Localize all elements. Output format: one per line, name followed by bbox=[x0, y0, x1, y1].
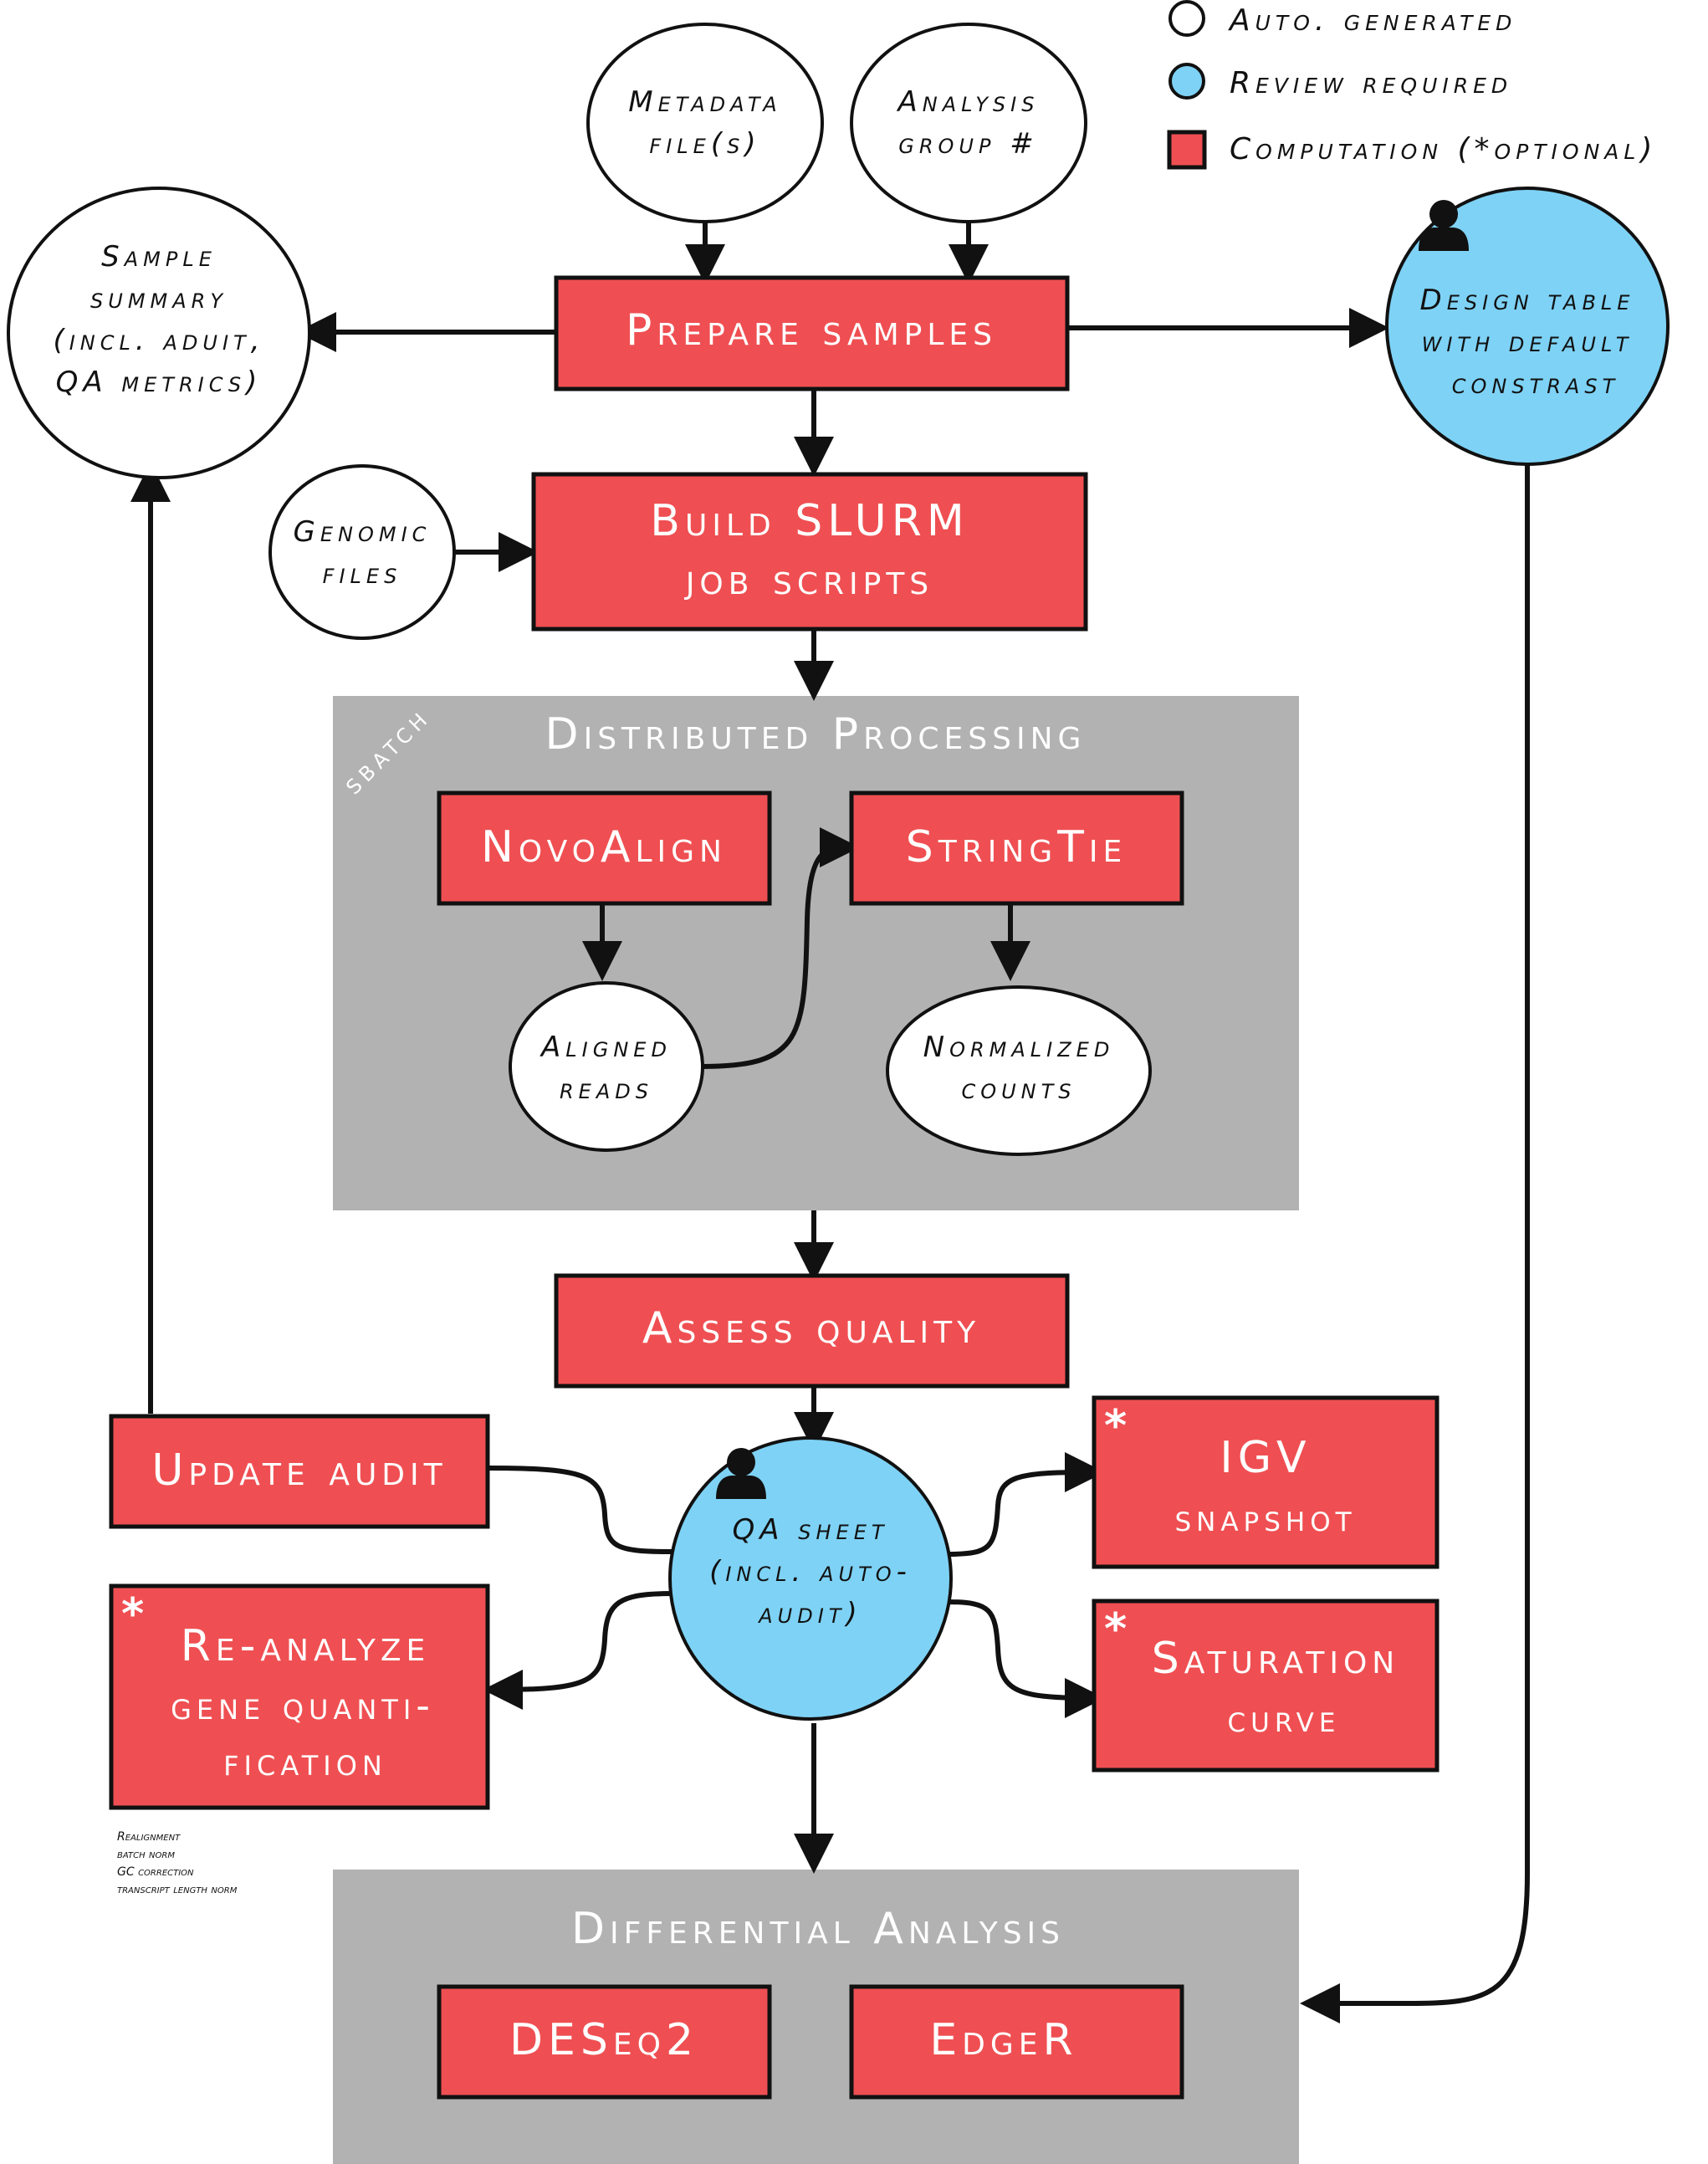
legend: Auto. generated Review required Computat… bbox=[1167, 0, 1657, 170]
sample-summary-line1: Sample bbox=[101, 240, 217, 274]
saturation-line2: curve bbox=[1228, 1698, 1341, 1741]
qa-sheet-line2: (incl. auto- bbox=[709, 1555, 912, 1588]
reanalyze-note-3: GC correction bbox=[117, 1865, 194, 1879]
igv-optional-marker: * bbox=[1104, 1401, 1127, 1451]
genomic-files-line1: Genomic bbox=[294, 515, 432, 549]
saturation-line1: Saturation bbox=[1152, 1634, 1399, 1684]
metadata-files-node: Metadata file(s) bbox=[586, 23, 824, 223]
connector-qa-sheet-to-igv bbox=[947, 1452, 1105, 1557]
design-table-line2: with default bbox=[1422, 325, 1634, 359]
reanalyze-note-4: transcript length norm bbox=[117, 1883, 238, 1896]
novoalign-box[interactable]: NovoAlign bbox=[437, 790, 772, 906]
connector-qa-sheet-to-saturation bbox=[947, 1599, 1105, 1718]
sample-summary-node: Sample summary (incl. aduit, QA metrics) bbox=[7, 187, 311, 479]
metadata-files-line2: file(s) bbox=[649, 127, 760, 161]
aligned-reads-line2: reads bbox=[560, 1072, 653, 1106]
normalized-counts-line2: counts bbox=[961, 1072, 1076, 1106]
reanalyze-note-2: batch norm bbox=[117, 1848, 175, 1861]
differential-analysis-title: Differential Analysis bbox=[571, 1904, 1065, 1954]
reanalyze-line2: gene quanti- bbox=[171, 1683, 435, 1728]
connector-qa-sheet-to-reanalyze bbox=[483, 1591, 674, 1710]
stringtie-label: StringTie bbox=[906, 822, 1128, 872]
sample-summary-line4: QA metrics) bbox=[56, 366, 263, 399]
igv-snapshot-box[interactable]: * IGV snapshot bbox=[1092, 1395, 1440, 1569]
saturation-curve-box[interactable]: * Saturation curve bbox=[1092, 1599, 1440, 1773]
sample-summary-line3: (incl. aduit, bbox=[53, 324, 264, 357]
legend-computation-label: Computation (*optional) bbox=[1230, 132, 1657, 166]
saturation-optional-marker: * bbox=[1104, 1604, 1127, 1655]
reanalyze-box[interactable]: * Re-analyze gene quanti- fication bbox=[109, 1583, 490, 1810]
reanalyze-line3: fication bbox=[223, 1739, 387, 1784]
legend-auto-label: Auto. generated bbox=[1228, 3, 1516, 38]
legend-review-label: Review required bbox=[1230, 66, 1512, 100]
connector-design-table-to-differential bbox=[1300, 462, 1530, 2023]
build-slurm-box[interactable]: Build SLURM job scripts bbox=[531, 472, 1088, 632]
edger-box[interactable]: EdgeR bbox=[849, 1984, 1184, 2100]
deseq2-label: DESeq2 bbox=[509, 2015, 698, 2065]
deseq2-box[interactable]: DESeq2 bbox=[437, 1984, 772, 2100]
design-table-node: Design table with default constrast bbox=[1385, 187, 1670, 466]
assess-quality-box[interactable]: Assess quality bbox=[554, 1273, 1070, 1389]
aligned-reads-node: Aligned reads bbox=[509, 981, 704, 1152]
aligned-reads-line1: Aligned bbox=[540, 1031, 672, 1064]
build-slurm-line2: job scripts bbox=[684, 555, 933, 605]
qa-sheet-line1: QA sheet bbox=[732, 1513, 888, 1547]
reanalyze-note-1: Realignment bbox=[117, 1830, 181, 1844]
reanalyze-notes: Realignment batch norm GC correction tra… bbox=[117, 1830, 238, 1896]
metadata-files-line1: Metadata bbox=[628, 85, 781, 119]
qa-sheet-line3: audit) bbox=[757, 1597, 862, 1630]
distributed-processing-group bbox=[333, 696, 1299, 1210]
normalized-counts-node: Normalized counts bbox=[886, 985, 1152, 1156]
design-table-line1: Design table bbox=[1420, 284, 1635, 317]
stringtie-box[interactable]: StringTie bbox=[849, 790, 1184, 906]
reanalyze-line1: Re-analyze bbox=[181, 1621, 431, 1671]
prepare-samples-label: Prepare samples bbox=[626, 305, 997, 356]
genomic-files-node: Genomic files bbox=[268, 464, 456, 640]
assess-quality-label: Assess quality bbox=[642, 1303, 980, 1353]
prepare-samples-box[interactable]: Prepare samples bbox=[554, 275, 1070, 391]
connector-aligned-reads-to-stringtie bbox=[700, 827, 860, 1069]
update-audit-label: Update audit bbox=[151, 1445, 447, 1496]
novoalign-label: NovoAlign bbox=[481, 822, 727, 872]
legend-auto-swatch bbox=[1168, 0, 1205, 37]
normalized-counts-line1: Normalized bbox=[923, 1031, 1115, 1064]
reanalyze-optional-marker: * bbox=[121, 1589, 144, 1640]
distributed-processing-title: Distributed Processing bbox=[545, 709, 1087, 760]
edger-label: EdgeR bbox=[929, 2015, 1077, 2065]
sample-summary-line2: summary bbox=[90, 282, 228, 315]
build-slurm-line1: Build SLURM bbox=[650, 496, 969, 546]
analysis-group-line1: Analysis bbox=[897, 85, 1040, 119]
update-audit-box[interactable]: Update audit bbox=[109, 1414, 490, 1529]
legend-review-swatch bbox=[1168, 63, 1205, 100]
qa-sheet-node: QA sheet (incl. auto- audit) bbox=[668, 1436, 953, 1721]
igv-line1: IGV bbox=[1220, 1433, 1311, 1483]
connector-qa-sheet-to-update-audit bbox=[488, 1466, 674, 1554]
analysis-group-line2: group # bbox=[898, 127, 1039, 161]
design-table-line3: constrast bbox=[1452, 367, 1619, 401]
analysis-group-node: Analysis group # bbox=[850, 23, 1087, 223]
genomic-files-line2: files bbox=[323, 557, 402, 591]
legend-computation-swatch bbox=[1167, 130, 1207, 170]
igv-line2: snapshot bbox=[1174, 1497, 1356, 1540]
